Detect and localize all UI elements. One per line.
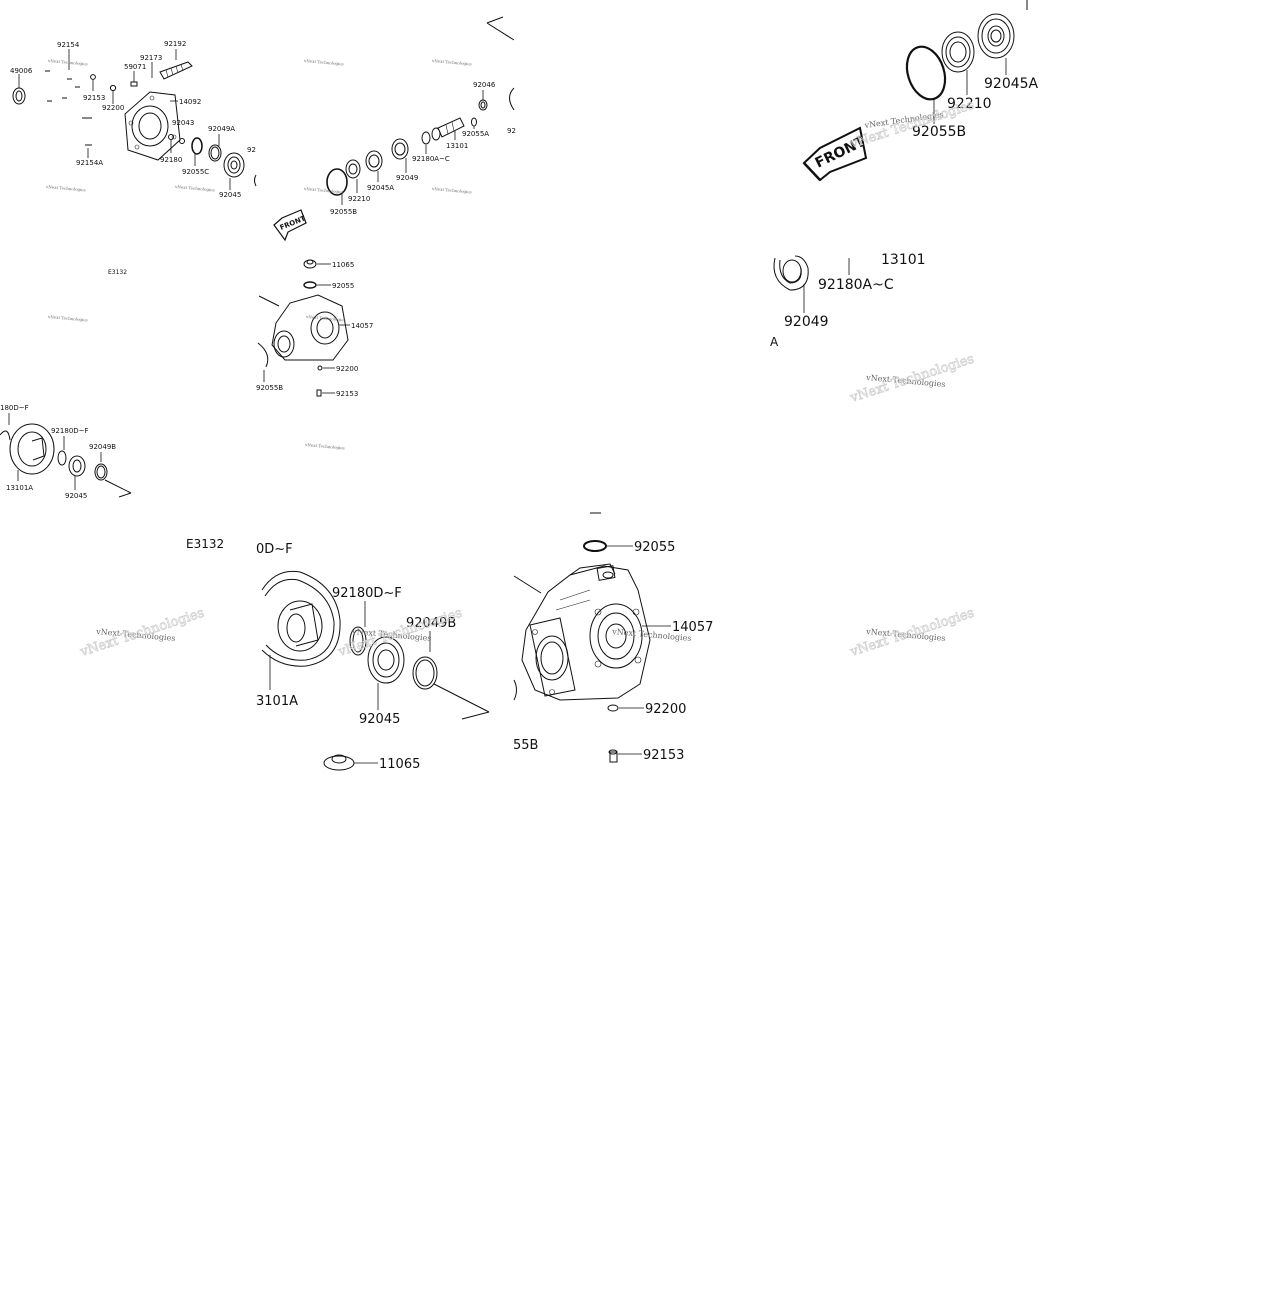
label-92153-small: 92153 [336, 390, 358, 398]
part-11065-zoom: 11065 [323, 754, 420, 772]
part-92045A-zoom: 92045A [977, 13, 1039, 92]
label-49006: 49006 [10, 67, 33, 75]
label-92180DF-zoom: 92180D~F [332, 586, 402, 601]
label-92055B: 92055B [330, 208, 357, 216]
label-59071: 59071 [124, 63, 146, 71]
watermark: vNext Technologies [303, 58, 344, 67]
label-55B-cut: 55B [513, 738, 538, 753]
label-3101A-zoom: 3101A [256, 694, 298, 709]
label-92045A-zoom: 92045A [984, 76, 1039, 92]
label-13101: 13101 [446, 142, 468, 150]
label-14092: 14092 [179, 98, 201, 106]
label-92192: 92192 [164, 40, 186, 48]
part-92210-zoom: 92210 [941, 31, 992, 112]
label-11065-zoom: 11065 [379, 757, 420, 772]
label-92045A: 92045A [367, 184, 394, 192]
label-92200-small: 92200 [336, 365, 358, 373]
label-180DF-cut: 180D~F [0, 404, 29, 412]
watermark: vNext Technologies [304, 442, 345, 451]
label-92180AC: 92180A~C [412, 155, 450, 163]
part-92153-zoom: 92153 [608, 748, 684, 763]
watermark: vNext Technologies [305, 314, 346, 323]
label-13101-zoom: 13101 [881, 252, 926, 268]
watermark: vNext Technologies [431, 58, 472, 67]
label-92055C: 92055C [182, 168, 209, 176]
part-13101A-zoom: 3101A [256, 570, 341, 709]
overview-left-group: E3132 180D~F 13101A 92180D~F 92045 92049… [0, 269, 132, 500]
label-92049B-zoom: 92049B [406, 616, 456, 631]
label-92173: 92173 [140, 54, 162, 62]
watermark: vNext Technologies [45, 184, 86, 193]
part-13101-shaft: 13101 [431, 117, 468, 150]
label-92154: 92154 [57, 41, 80, 49]
part-92153-small [90, 74, 96, 80]
label-cut-92b: 92 [507, 127, 516, 135]
zoom-top-right: 92045A 92210 92055B FRONT [802, 0, 1039, 182]
label-13101A-small: 13101A [6, 484, 33, 492]
watermark: vNext Technologies [174, 184, 215, 193]
part-92049-zoom: 92049 [773, 255, 829, 330]
watermark: vNext Technologies [303, 186, 344, 195]
part-14057-small: 14057 [271, 294, 373, 361]
label-92200-zoom: 92200 [645, 702, 686, 717]
label-92046: 92046 [473, 81, 496, 89]
label-92180: 92180 [160, 156, 182, 164]
watermark: vNext Technologies [431, 186, 472, 195]
zoom-gear-case: 92055 14057 55B [513, 512, 713, 763]
label-92055A: 92055A [462, 130, 489, 138]
front-arrow-small: FRONT [273, 209, 307, 242]
watermark: vNext Technologies [47, 314, 88, 323]
label-92055B-zoom: 92055B [912, 124, 966, 140]
label-92049A: 92049A [208, 125, 235, 133]
watermark: vNext Technologies [47, 58, 88, 67]
part-92200-zoom: 92200 [607, 702, 686, 717]
label-92153-zoom: 92153 [643, 748, 684, 763]
part-92049B-zoom [412, 656, 438, 690]
label-e3132-large: E3132 [186, 537, 224, 551]
zoom-left-group: E3132 0D~F 3101A 92180D~F 92045 92049B [186, 537, 490, 772]
part-92055B-zoom: 92055B [905, 45, 966, 140]
label-cut-92: 92 [247, 146, 256, 154]
label-92045-small-left: 92045 [65, 492, 87, 500]
part-14057-zoom: 14057 [521, 563, 713, 701]
label-92180AC-zoom: 92180A~C [818, 277, 894, 293]
overview-top-assembly: 49006 92154 92153 92200 59071 92173 9219… [10, 40, 257, 199]
label-92049-zoom: 92049 [784, 314, 829, 330]
overview-gear-case: 11065 92055 14057 92055B 92200 92153 [256, 259, 373, 398]
part-92045-zoom: 92045 [359, 636, 405, 727]
label-92049B-small: 92049B [89, 443, 116, 451]
label-14057-zoom: 14057 [672, 620, 713, 635]
label-e3132-small: E3132 [108, 269, 127, 276]
label-92055B-small: 92055B [256, 384, 283, 392]
label-92055-zoom: 92055 [634, 540, 675, 555]
label-0DF-cut: 0D~F [256, 542, 293, 557]
label-92210: 92210 [348, 195, 370, 203]
label-92210-zoom: 92210 [947, 96, 992, 112]
label-11065-small: 11065 [332, 261, 354, 269]
label-14057-small: 14057 [351, 322, 373, 330]
label-92045-zoom: 92045 [359, 712, 400, 727]
part-92200-small [109, 84, 117, 92]
label-92043: 92043 [172, 119, 194, 127]
label-92045-top: 92045 [219, 191, 241, 199]
label-cut-A: A [770, 335, 779, 349]
label-92180DF-small: 92180D~F [51, 427, 89, 435]
part-13101A-small: 13101A [6, 423, 55, 492]
label-92200-top: 92200 [102, 104, 124, 112]
label-92153-top: 92153 [83, 94, 105, 102]
label-92055-small: 92055 [332, 282, 354, 290]
part-92192-boot [159, 61, 193, 80]
label-92049: 92049 [396, 174, 418, 182]
label-92154A: 92154A [76, 159, 103, 167]
part-49006: 49006 [10, 67, 33, 105]
overview-shaft-assembly: 92046 92 92055A 13101 92180A~C 92049 920… [273, 16, 516, 242]
part-92055-zoom: 92055 [583, 540, 675, 555]
part-92154: 92154 [45, 41, 80, 102]
zoom-mid-right: 13101 92180A~C 92049 A [770, 252, 926, 349]
